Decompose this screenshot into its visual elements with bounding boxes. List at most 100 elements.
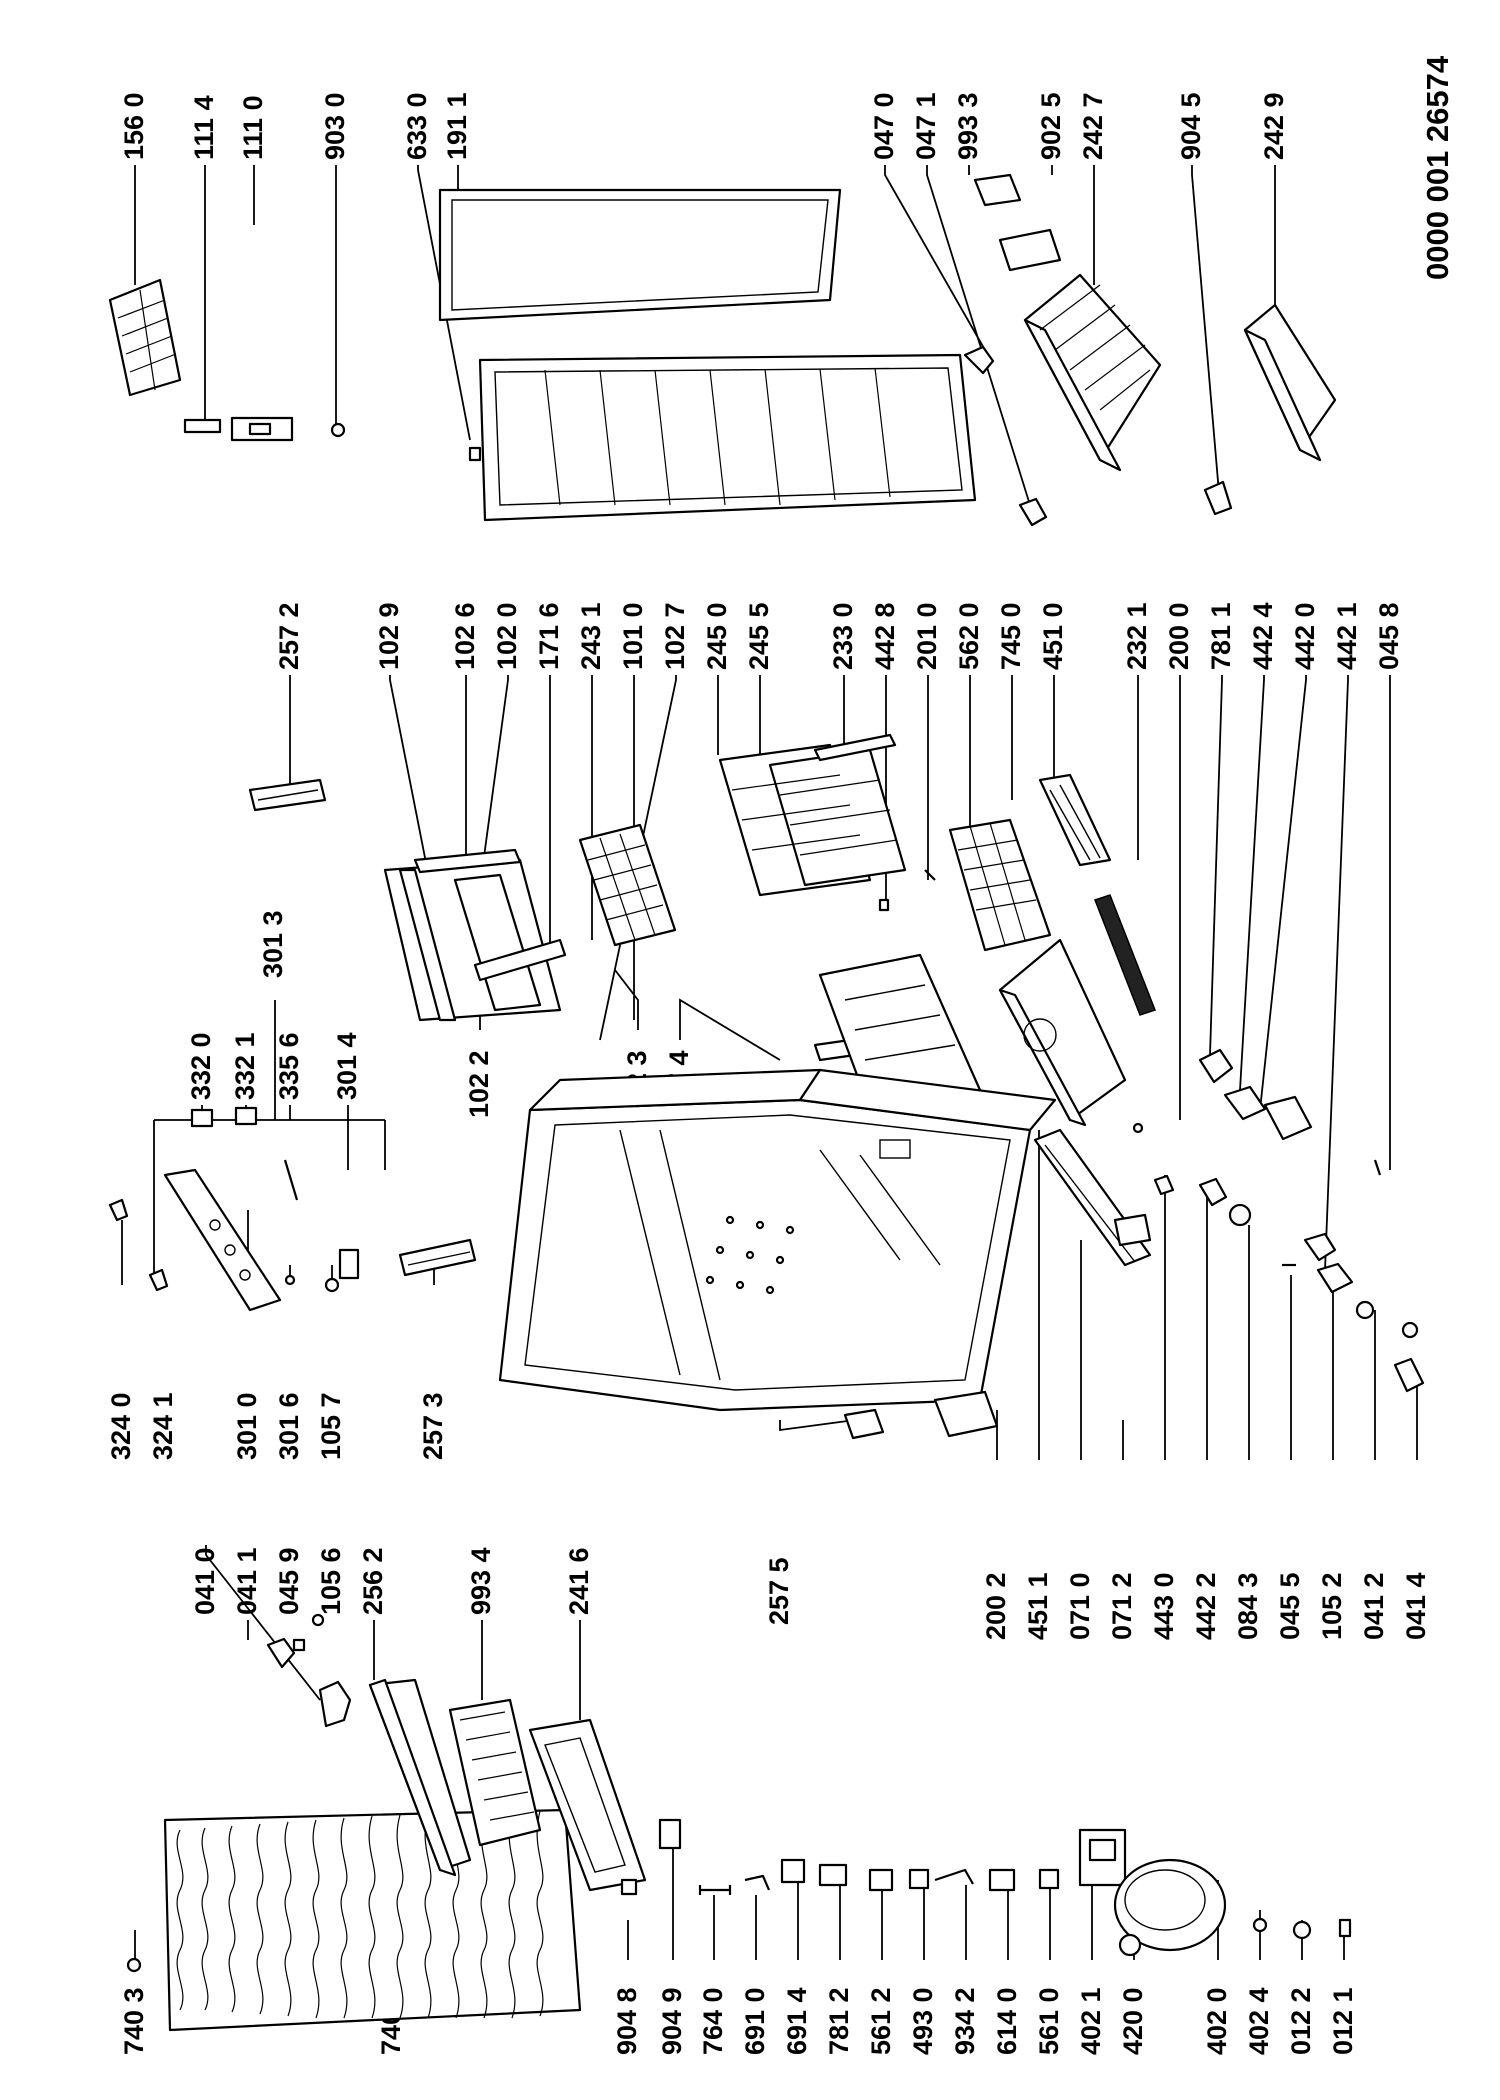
door-grill: [448, 1698, 542, 1847]
callout-442-2: 442 2: [1191, 1572, 1221, 1640]
callout-420-0: 420 0: [1118, 1987, 1148, 2055]
callout-561-2: 561 2: [866, 1987, 896, 2055]
defrost-heater: [1038, 773, 1112, 867]
evaporator-grill: [578, 823, 677, 947]
callout-102-6: 102 6: [450, 602, 480, 670]
door-balcony-shelves: [383, 848, 562, 1022]
bottle-shelf: [368, 1678, 472, 1877]
callout-633-0: 633 0: [402, 92, 432, 160]
callout-045-9: 045 9: [274, 1547, 304, 1615]
callout-257-3: 257 3: [418, 1392, 448, 1460]
callout-201-0: 201 0: [912, 602, 942, 670]
freezer-door: [478, 353, 977, 522]
callout-200-2: 200 2: [981, 1572, 1011, 1640]
control-housing: [998, 938, 1144, 1134]
top-rail: [248, 778, 327, 812]
callout-402-0: 402 0: [1202, 1987, 1232, 2055]
callout-904-8: 904 8: [612, 1987, 642, 2055]
drain-tray: [1094, 894, 1156, 1016]
callout-105-6: 105 6: [316, 1547, 346, 1615]
callout-740-3: 740 3: [119, 1987, 149, 2055]
callout-245-5: 245 5: [744, 602, 774, 670]
callout-934-2: 934 2: [950, 1987, 980, 2055]
callout-402-4: 402 4: [1244, 1987, 1274, 2055]
evaporator-coil: [924, 818, 1052, 952]
callout-labels: 0000 001 26574 740 3 740 0 904 8 904 9 7…: [106, 55, 1455, 2055]
compressor: [1113, 1858, 1352, 1957]
callout-257-5: 257 5: [764, 1557, 794, 1625]
shelf-rail: [813, 733, 897, 762]
callout-745-0: 745 0: [996, 602, 1026, 670]
compressor-small-parts: [620, 1818, 1127, 1896]
freezer-drawer-top: [1023, 273, 1162, 472]
hinge-bracket-parts: [266, 1613, 352, 1728]
callout-045-5: 045 5: [1275, 1572, 1305, 1640]
callout-301-0: 301 0: [232, 1392, 262, 1460]
callout-084-3: 084 3: [1233, 1572, 1263, 1640]
callout-764-0: 764 0: [698, 1987, 728, 2055]
condenser-coil: [126, 1808, 582, 2032]
callout-402-1: 402 1: [1076, 1987, 1106, 2055]
leader-lines: [121, 165, 1418, 1960]
callout-071-2: 071 2: [1107, 1572, 1137, 1640]
callout-102-0: 102 0: [492, 602, 522, 670]
long-rails: [1033, 1128, 1152, 1267]
callout-493-0: 493 0: [908, 1987, 938, 2055]
callout-101-0: 101 0: [618, 602, 648, 670]
panel-clips: [108, 1198, 169, 1292]
callout-443-0: 443 0: [1149, 1572, 1179, 1640]
callout-111-4: 111 4: [189, 95, 219, 160]
callout-245-0: 245 0: [702, 602, 732, 670]
door-rail: [473, 938, 567, 982]
bottom-rail: [398, 1238, 477, 1277]
cabinet-foot: [843, 1408, 885, 1440]
callout-256-2: 256 2: [358, 1547, 388, 1615]
callout-903-0: 903 0: [320, 92, 350, 160]
callout-442-4: 442 4: [1248, 602, 1278, 670]
wire-shelves: [718, 743, 907, 1062]
callout-241-6: 241 6: [564, 1547, 594, 1615]
thermostat-cluster: [1198, 1048, 1382, 1262]
control-knobs: [190, 1106, 360, 1293]
callout-332-0: 332 0: [186, 1032, 216, 1100]
callout-071-0: 071 0: [1065, 1572, 1095, 1640]
callout-233-0: 233 0: [828, 602, 858, 670]
callout-442-8: 442 8: [870, 602, 900, 670]
callout-451-1: 451 1: [1023, 1572, 1053, 1640]
callout-156-0: 156 0: [119, 92, 149, 160]
callout-041-2: 041 2: [1359, 1572, 1389, 1640]
callout-442-0: 442 0: [1290, 602, 1320, 670]
refrigerator-cabinet: [498, 1068, 1057, 1412]
document-number: 0000 001 26574: [1420, 55, 1455, 280]
small-electrical-parts: [1153, 1174, 1425, 1393]
callout-691-4: 691 4: [782, 1987, 812, 2055]
callout-442-1: 442 1: [1332, 602, 1362, 670]
door-gasket: [438, 188, 842, 322]
callout-561-0: 561 0: [1034, 1987, 1064, 2055]
callout-045-8: 045 8: [1374, 602, 1404, 670]
callout-324-1: 324 1: [148, 1392, 178, 1460]
callout-257-2: 257 2: [274, 602, 304, 670]
callout-242-7: 242 7: [1078, 92, 1108, 160]
callout-332-1: 332 1: [230, 1032, 260, 1100]
callout-614-0: 614 0: [992, 1987, 1022, 2055]
callout-041-1: 041 1: [232, 1547, 262, 1615]
callout-012-2: 012 2: [1286, 1987, 1316, 2055]
callout-243-1: 243 1: [576, 602, 606, 670]
callout-047-0: 047 0: [869, 92, 899, 160]
hinge-parts-top: [183, 416, 482, 462]
callout-902-5: 902 5: [1036, 92, 1066, 160]
callout-041-4: 041 4: [1401, 1572, 1431, 1640]
callout-904-5: 904 5: [1176, 92, 1206, 160]
door-fittings-right: [963, 173, 1062, 527]
callout-781-2: 781 2: [824, 1987, 854, 2055]
callout-993-3: 993 3: [953, 92, 983, 160]
callout-301-3: 301 3: [258, 910, 288, 978]
callout-102-2: 102 2: [464, 1050, 494, 1118]
callout-242-9: 242 9: [1259, 92, 1289, 160]
callout-111-0: 111 0: [238, 95, 268, 160]
callout-191-1: 191 1: [442, 92, 472, 160]
callout-301-6: 301 6: [274, 1392, 304, 1460]
control-panel: [163, 1168, 282, 1312]
